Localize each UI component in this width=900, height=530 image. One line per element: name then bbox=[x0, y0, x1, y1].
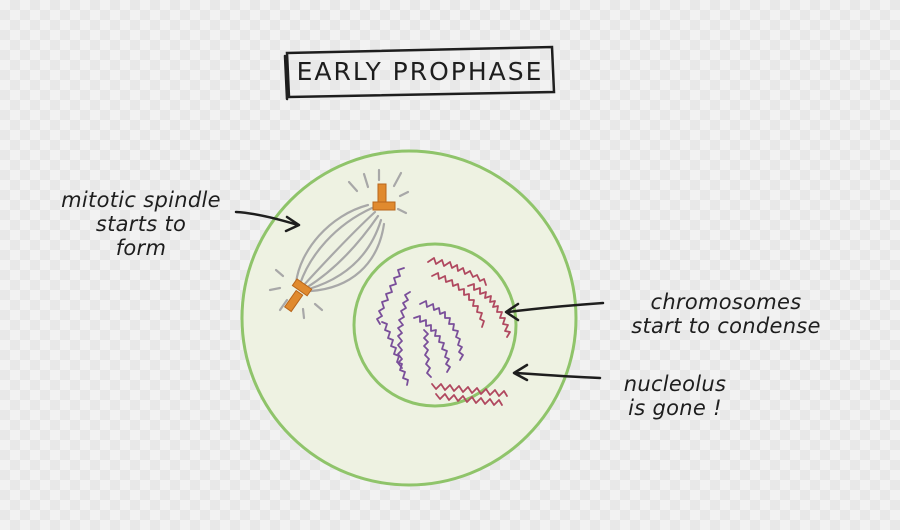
chromosome-purple-5 bbox=[413, 315, 451, 373]
chromosome-red-3 bbox=[431, 272, 485, 328]
centrosome-bottom bbox=[283, 278, 313, 313]
chromosome-purple-4 bbox=[419, 300, 464, 361]
label-line: form bbox=[115, 236, 167, 260]
label-nucleolus: nucleolus is gone ! bbox=[600, 372, 750, 420]
label-line: nucleolus bbox=[623, 372, 727, 396]
arrow-spindle bbox=[234, 210, 300, 227]
chromosome-red-4 bbox=[431, 383, 508, 397]
arrows bbox=[234, 210, 605, 382]
diagram-title: EARLY PROPHASE bbox=[296, 56, 544, 86]
spindle-fibers bbox=[268, 168, 410, 320]
chromosome-purple-6 bbox=[423, 329, 432, 378]
chromosome-red-2 bbox=[467, 283, 511, 338]
nuclear-envelope bbox=[352, 242, 518, 408]
chromosome-purple-2 bbox=[397, 291, 411, 369]
chromosome-red-1 bbox=[427, 257, 487, 286]
chromosomes bbox=[376, 257, 511, 406]
chromosome-red-5 bbox=[435, 393, 503, 406]
label-line: is gone ! bbox=[628, 396, 722, 420]
label-line: starts to bbox=[95, 212, 187, 236]
arrow-nucleolus bbox=[514, 371, 602, 380]
title-frame bbox=[283, 45, 556, 101]
label-chromosomes: chromosomes start to condense bbox=[596, 290, 856, 338]
label-line: chromosomes bbox=[650, 290, 802, 314]
chromosome-purple-3 bbox=[381, 321, 409, 386]
centrosome-top bbox=[372, 183, 396, 211]
chromosome-purple-1 bbox=[376, 267, 405, 325]
label-line: mitotic spindle bbox=[61, 188, 221, 212]
arrow-chromosomes bbox=[506, 301, 605, 314]
title-box: EARLY PROPHASE bbox=[286, 47, 554, 95]
label-line: start to condense bbox=[631, 314, 821, 338]
label-mitotic-spindle: mitotic spindle starts to form bbox=[46, 188, 236, 260]
